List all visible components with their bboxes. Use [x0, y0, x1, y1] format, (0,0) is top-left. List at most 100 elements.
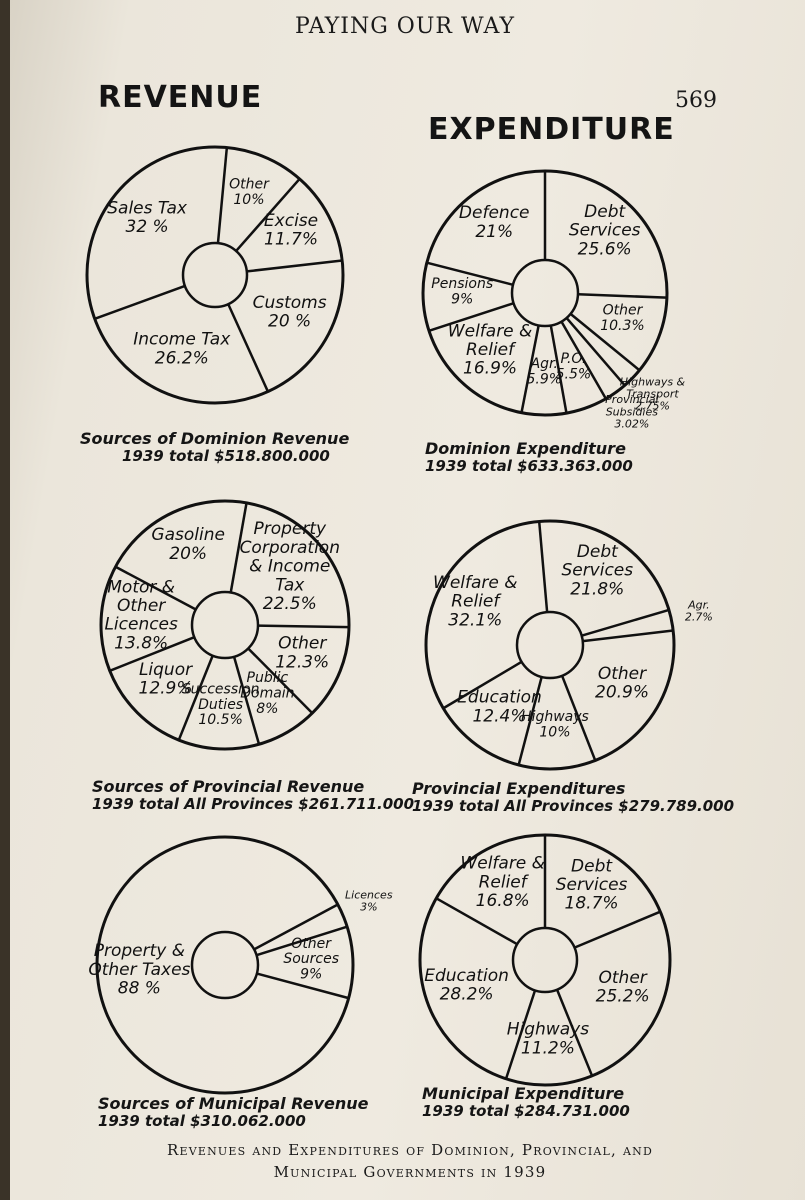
book-page: PAYING OUR WAY 569 REVENUE EXPENDITURE S… [10, 0, 805, 1200]
pie-slice-divider [256, 925, 348, 957]
pie-outline [99, 499, 351, 751]
pie-slice-divider [247, 647, 314, 714]
caption-title: Municipal Expenditure [422, 1084, 625, 1103]
caption-municipal-expenditure: Municipal Expenditure 1939 total $284.73… [422, 1084, 630, 1121]
caption-dominion-expenditure: Dominion Expenditure 1939 total $633.363… [425, 439, 633, 476]
pie-slice-divider [577, 293, 667, 299]
pie-slice-divider [549, 325, 568, 414]
caption-title: Sources of Municipal Revenue [98, 1094, 369, 1113]
revenue-heading: REVENUE [98, 80, 263, 115]
pie-slice-divider [520, 325, 540, 413]
pie-slice-divider [582, 629, 674, 643]
pie-slice-divider [517, 676, 543, 766]
caption-dominion-revenue: Sources of Dominion Revenue 1939 total $… [80, 429, 349, 466]
pie-center-hole [190, 930, 260, 1000]
caption-total: 1939 total All Provinces $261.711.000 [92, 795, 415, 814]
caption-title: Sources of Provincial Revenue [92, 777, 365, 796]
caption-total: 1939 total $284.731.000 [422, 1102, 630, 1121]
page-number: 569 [675, 88, 717, 113]
pie-slice-divider [216, 147, 229, 244]
pie-slice-divider [253, 903, 339, 951]
pie-slice-divider [235, 178, 301, 252]
figure-caption-line2: Municipal Governments in 1939 [273, 1162, 547, 1181]
caption-provincial-revenue: Sources of Provincial Revenue 1939 total… [92, 777, 415, 814]
figure-caption-line1: Revenues and Expenditures of Dominion, P… [167, 1141, 653, 1159]
figure-caption: Revenues and Expenditures of Dominion, P… [70, 1140, 750, 1184]
caption-title: Provincial Expenditures [412, 779, 626, 798]
pie-center-hole [515, 610, 585, 680]
pie-outline [95, 835, 355, 1095]
pie-slice-divider [555, 989, 594, 1077]
caption-total: 1939 total $518.800.000 [122, 447, 330, 466]
pie-slice-divider [426, 261, 514, 287]
pie-slice-divider [442, 660, 523, 710]
pie-slice-divider [435, 897, 518, 946]
pie-outline [424, 519, 676, 771]
pie-slice-divider [94, 284, 186, 320]
pie-slice-divider [581, 608, 670, 637]
pie-slice-divider [504, 990, 537, 1080]
pie-slice-divider [560, 675, 597, 761]
pie-slice-divider [560, 320, 607, 400]
pie-slice-label: Agr.5.9% [527, 356, 563, 387]
pie-slice-divider [428, 302, 515, 332]
pie-slice-divider [257, 624, 350, 629]
pie-slice-divider [177, 655, 214, 741]
caption-total: 1939 total All Provinces $279.789.000 [412, 797, 735, 816]
pie-slice-divider [537, 521, 549, 613]
pie-slice-label: Agr.2.7% [685, 598, 713, 623]
caption-title: Dominion Expenditure [425, 439, 626, 458]
pie-center-hole [511, 926, 579, 994]
pie-slice-label: P.O.5.5% [556, 351, 592, 382]
pie-slice-divider [114, 565, 197, 611]
pie-slice-divider [229, 502, 248, 593]
caption-total: 1939 total $310.062.000 [98, 1112, 306, 1131]
pie-slice-divider [256, 972, 349, 1000]
pie-outline [85, 145, 345, 405]
pie-center-hole [190, 590, 260, 660]
pie-center-hole [181, 241, 249, 309]
caption-provincial-expenditure: Provincial Expenditures 1939 total All P… [412, 779, 735, 816]
pie-slice-divider [574, 910, 661, 949]
pie-slice-divider [109, 636, 195, 672]
